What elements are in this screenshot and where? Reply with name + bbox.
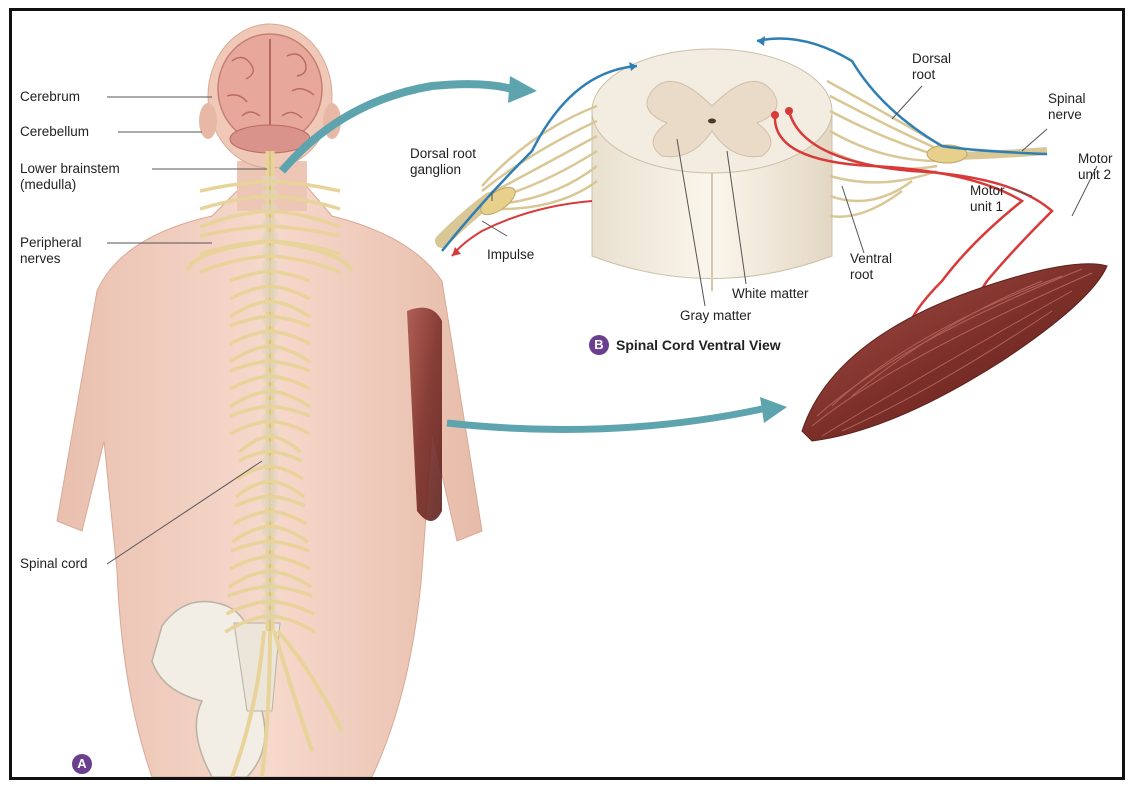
- label-spinal-cord: Spinal cord: [20, 556, 88, 572]
- label-motor-unit1-a: Motor: [970, 183, 1005, 199]
- vertebra: [262, 498, 278, 508]
- label-medulla: (medulla): [20, 177, 76, 193]
- label-lower-brainstem: Lower brainstem: [20, 161, 120, 177]
- badge-a: A: [72, 754, 92, 774]
- label-cerebrum: Cerebrum: [20, 89, 80, 105]
- label-nerve: nerve: [1048, 107, 1082, 123]
- vertebra: [262, 274, 278, 284]
- figure-frame: Cerebrum Cerebellum Lower brainstem (med…: [9, 8, 1125, 780]
- label-cerebellum: Cerebellum: [20, 124, 89, 140]
- label-ganglion: ganglion: [410, 162, 461, 178]
- label-ventral-root: root: [850, 267, 873, 283]
- label-ventral: Ventral: [850, 251, 892, 267]
- label-dorsal-root-ganglion: Dorsal root: [410, 146, 476, 162]
- vertebra: [262, 484, 278, 494]
- label-nerves: nerves: [20, 251, 61, 267]
- label-motor-unit1-b: unit 1: [970, 199, 1003, 215]
- label-gray-matter: Gray matter: [680, 308, 751, 324]
- panel-b-title: Spinal Cord Ventral View: [616, 337, 781, 353]
- arrow-arm-to-muscle: [447, 409, 762, 429]
- label-root: root: [912, 67, 935, 83]
- badge-b: B: [589, 335, 609, 355]
- muscle-shape: [802, 264, 1107, 441]
- label-spinal: Spinal: [1048, 91, 1086, 107]
- label-peripheral: Peripheral: [20, 235, 82, 251]
- illustration: [12, 11, 1122, 777]
- label-impulse: Impulse: [487, 247, 534, 263]
- vertebra: [262, 288, 278, 298]
- label-motor-unit2-b: unit 2: [1078, 167, 1111, 183]
- vertebra: [262, 246, 278, 256]
- label-dorsal: Dorsal: [912, 51, 951, 67]
- vertebra: [262, 456, 278, 466]
- vertebra: [262, 470, 278, 480]
- label-motor-unit2-a: Motor: [1078, 151, 1113, 167]
- vertebra: [262, 260, 278, 270]
- label-white-matter: White matter: [732, 286, 809, 302]
- human-back-figure: [57, 24, 482, 777]
